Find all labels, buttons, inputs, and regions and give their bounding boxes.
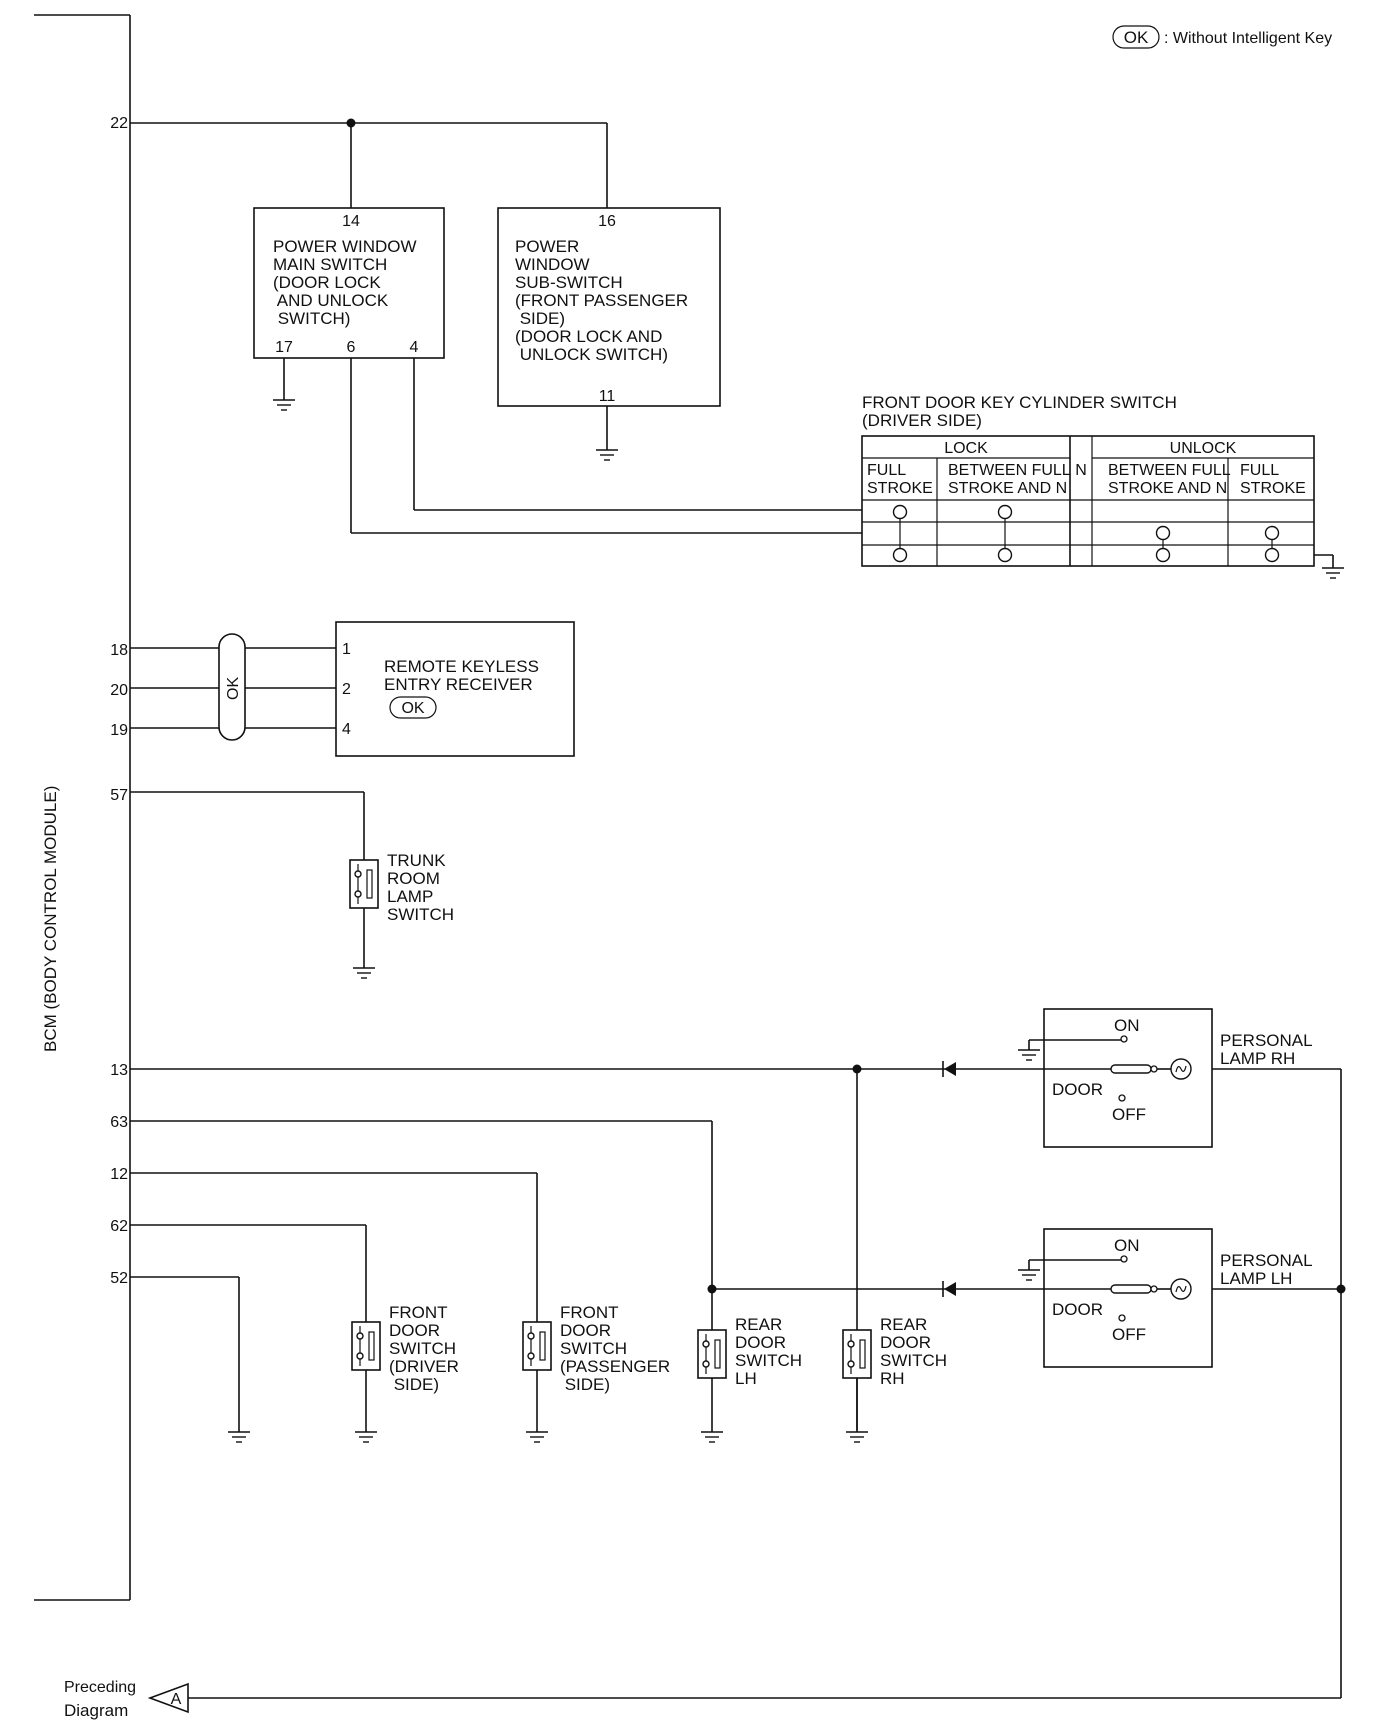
key-cylinder-lock-full: FULL STROKE <box>867 462 933 497</box>
trunk-room-lamp-switch: TRUNK ROOM LAMP SWITCH <box>130 791 454 979</box>
lamp-rh-on: ON <box>1114 1016 1140 1035</box>
wire-pin-63 <box>130 1120 1044 1330</box>
key-cylinder-contacts <box>892 504 1280 563</box>
bcm-pin-18: 18 <box>110 642 128 659</box>
rke-bundle-oval <box>218 633 246 741</box>
rear-door-rh-label: REAR DOOR SWITCH RH <box>880 1315 952 1388</box>
rke-label-2: ENTRY RECEIVER <box>384 675 533 694</box>
sub-switch-pin-16: 16 <box>598 213 616 230</box>
connector-label-1: Preceding <box>64 1679 136 1696</box>
main-switch-pin-6: 6 <box>347 339 356 356</box>
lamp-lh-door: DOOR <box>1052 1300 1103 1319</box>
rke-pin-4: 4 <box>342 721 351 738</box>
rke-badge: OK <box>401 700 424 717</box>
legend-text: : Without Intelligent Key <box>1164 30 1332 47</box>
lamp-rh-title: PERSONAL LAMP RH <box>1220 1031 1317 1068</box>
sub-switch-pin-11: 11 <box>599 388 616 405</box>
bcm-pin-13: 13 <box>110 1062 128 1079</box>
main-switch-pin-17: 17 <box>275 339 293 356</box>
connector-label-2: Diagram <box>64 1701 128 1720</box>
bcm-pin-20: 20 <box>110 682 128 699</box>
rke-pin-1: 1 <box>342 641 351 658</box>
key-cylinder-lock-between: BETWEEN FULL STROKE AND N <box>948 462 1075 497</box>
key-cylinder-title: FRONT DOOR KEY CYLINDER SWITCH <box>862 393 1177 412</box>
rear-door-switch-rh: REAR DOOR SWITCH RH <box>842 1315 952 1443</box>
legend-badge: OK <box>1124 28 1149 47</box>
wire-pin-62 <box>130 1224 367 1322</box>
lamp-rh-door: DOOR <box>1052 1080 1103 1099</box>
legend: OK : Without Intelligent Key <box>1112 25 1332 49</box>
bcm-pin-63: 63 <box>110 1114 128 1131</box>
rear-door-lh-label: REAR DOOR SWITCH LH <box>735 1315 807 1388</box>
front-door-switch-driver: FRONT DOOR SWITCH (DRIVER SIDE) <box>351 1303 464 1443</box>
remote-keyless-entry: OK 1 2 4 REMOTE KEYLESS ENTRY RECEIVER O… <box>130 621 575 757</box>
personal-lamp-rh: ON DOOR OFF PERSONAL LAMP RH <box>1017 1008 1317 1148</box>
front-door-switch-passenger: FRONT DOOR SWITCH (PASSENGER SIDE) <box>522 1303 675 1443</box>
legend-badge-frame <box>1112 25 1160 49</box>
connector-a-flag-icon <box>147 1682 189 1714</box>
rear-door-switch-lh: REAR DOOR SWITCH LH <box>697 1315 807 1443</box>
main-switch-pin-14: 14 <box>342 213 360 230</box>
rke-bundle-label: OK <box>225 677 242 700</box>
preceding-diagram-connector: A Preceding Diagram <box>64 1679 189 1720</box>
bcm-pin-57: 57 <box>110 787 128 804</box>
wire-key-cylinder <box>350 358 862 534</box>
bcm-label: BCM (BODY CONTROL MODULE) <box>41 786 60 1052</box>
wire-pin-52 <box>130 1276 251 1443</box>
bcm-pins: 22 18 20 19 57 13 63 12 62 52 <box>110 115 128 1287</box>
power-window-main-switch: 14 POWER WINDOW MAIN SWITCH (DOOR LOCK A… <box>253 207 445 411</box>
rke-pin-2: 2 <box>342 681 351 698</box>
front-door-passenger-label: FRONT DOOR SWITCH (PASSENGER SIDE) <box>560 1303 675 1394</box>
main-switch-pin-4: 4 <box>410 339 419 356</box>
wire-pin-22 <box>130 118 608 208</box>
key-cylinder-n: N <box>1075 462 1087 479</box>
main-switch-label: POWER WINDOW MAIN SWITCH (DOOR LOCK AND … <box>273 237 421 328</box>
rke-badge-frame <box>389 696 437 719</box>
front-door-driver-label: FRONT DOOR SWITCH (DRIVER SIDE) <box>389 1303 464 1394</box>
personal-lamp-lh: ON DOOR OFF PERSONAL LAMP LH <box>1017 1228 1317 1368</box>
lamp-lh-off: OFF <box>1112 1325 1146 1344</box>
key-cylinder-unlock-full: FULL STROKE <box>1240 462 1306 497</box>
key-cylinder-lock: LOCK <box>944 440 988 457</box>
sub-switch-label: POWER WINDOW SUB-SWITCH (FRONT PASSENGER… <box>515 237 693 364</box>
power-window-sub-switch: 16 POWER WINDOW SUB-SWITCH (FRONT PASSEN… <box>497 207 721 461</box>
bcm-pin-52: 52 <box>110 1270 128 1287</box>
key-cylinder-unlock-between: BETWEEN FULL STROKE AND N <box>1108 462 1235 497</box>
bcm-pin-19: 19 <box>110 722 128 739</box>
lamp-lh-title: PERSONAL LAMP LH <box>1220 1251 1317 1288</box>
key-cylinder-subtitle: (DRIVER SIDE) <box>862 411 982 430</box>
wire-return <box>188 1068 1346 1699</box>
bcm-module: BCM (BODY CONTROL MODULE) <box>34 14 131 1601</box>
bcm-pin-12: 12 <box>110 1166 128 1183</box>
lamp-rh-off: OFF <box>1112 1105 1146 1124</box>
connector-letter: A <box>171 1691 182 1708</box>
lamp-lh-on: ON <box>1114 1236 1140 1255</box>
bcm-pin-62: 62 <box>110 1218 128 1235</box>
bcm-pin-22: 22 <box>110 115 128 132</box>
key-cylinder-unlock: UNLOCK <box>1170 440 1237 457</box>
rke-label-1: REMOTE KEYLESS <box>384 657 539 676</box>
wire-pin-12 <box>130 1172 538 1322</box>
trunk-label: TRUNK ROOM LAMP SWITCH <box>387 851 454 924</box>
key-cylinder-switch: FRONT DOOR KEY CYLINDER SWITCH (DRIVER S… <box>861 393 1345 579</box>
